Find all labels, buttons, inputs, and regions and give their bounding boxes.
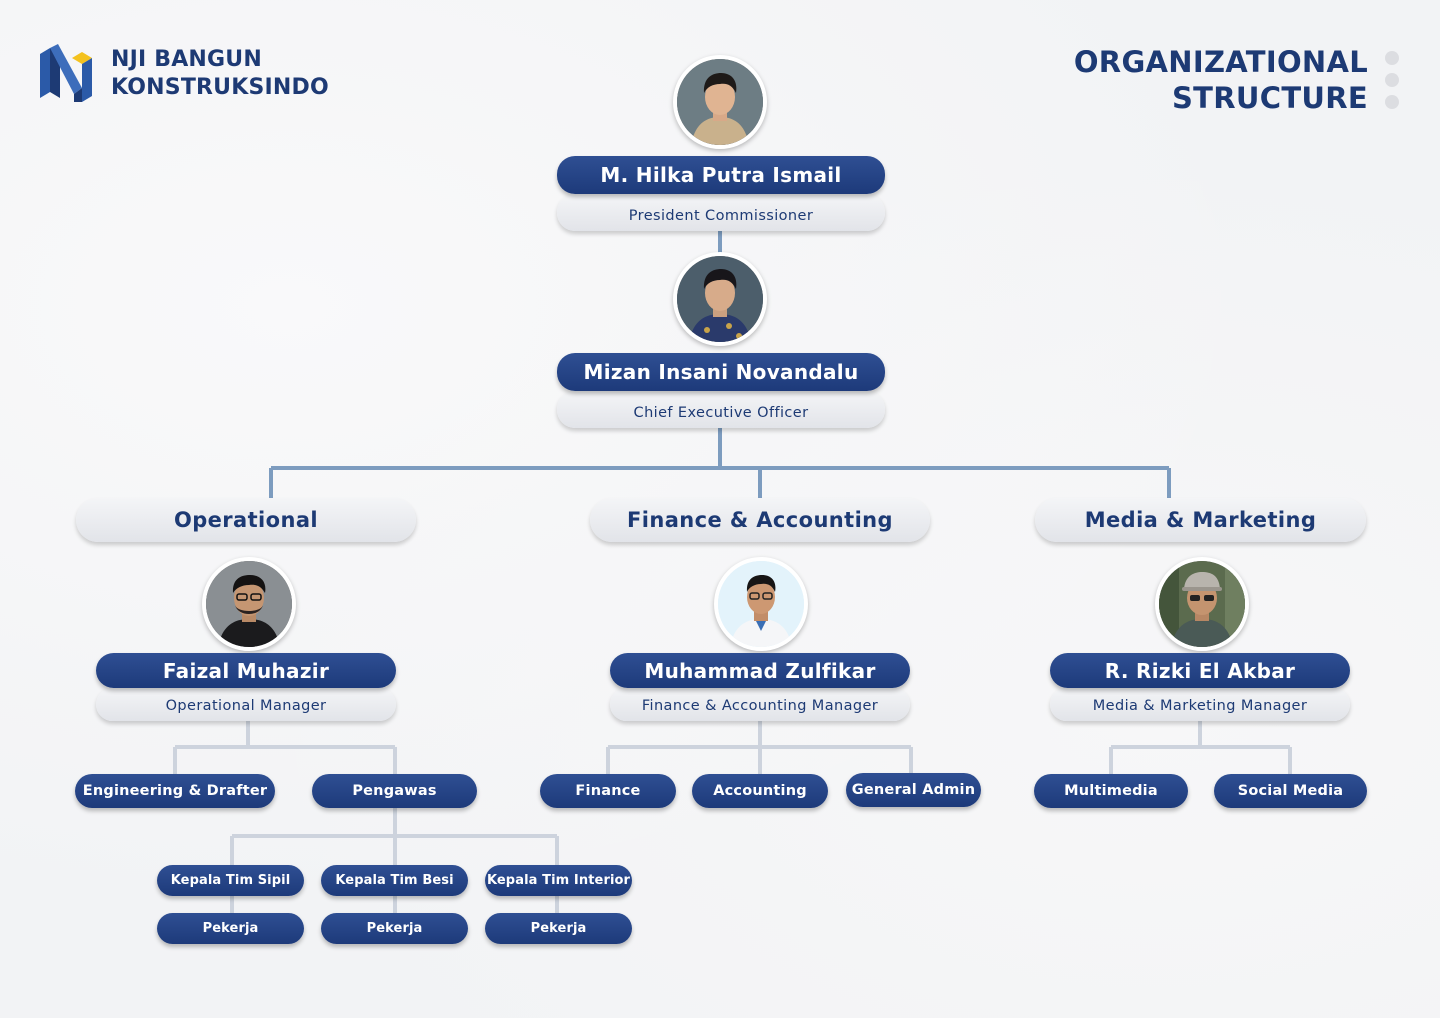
unit-engineering-drafter: Engineering & Drafter: [75, 774, 275, 808]
unit-finance: Finance: [540, 774, 676, 808]
operational-manager-role: Operational Manager: [96, 688, 396, 721]
unit-general-admin: General Admin: [846, 773, 981, 807]
decorative-dot: [1385, 51, 1399, 65]
unit-accounting: Accounting: [692, 774, 828, 808]
unit-pengawas: Pengawas: [312, 774, 477, 808]
finance-manager-role: Finance & Accounting Manager: [610, 688, 910, 721]
page-title: ORGANIZATIONAL STRUCTURE: [1074, 44, 1368, 116]
dept-media-marketing: Media & Marketing: [1035, 498, 1366, 542]
worker-interior: Pekerja: [485, 913, 632, 944]
decorative-dot: [1385, 95, 1399, 109]
company-name-line2: KONSTRUKSINDO: [111, 75, 329, 100]
dept-finance-accounting: Finance & Accounting: [590, 498, 930, 542]
decorative-dot: [1385, 73, 1399, 87]
page-title-line1: ORGANIZATIONAL: [1073, 45, 1368, 79]
media-manager-role: Media & Marketing Manager: [1050, 688, 1350, 721]
commissioner-role: President Commissioner: [557, 194, 885, 231]
person-avatar-icon: [1159, 561, 1245, 647]
finance-manager-photo: [714, 557, 808, 651]
person-avatar-icon: [677, 256, 763, 342]
ceo-name: Mizan Insani Novandalu: [557, 353, 885, 391]
team-lead-besi: Kepala Tim Besi: [321, 865, 468, 896]
finance-manager-name: Muhammad Zulfikar: [610, 653, 910, 688]
operational-manager-photo: [202, 557, 296, 651]
company-logo-icon: [40, 44, 92, 102]
media-manager-name: R. Rizki El Akbar: [1050, 653, 1350, 688]
commissioner-name: M. Hilka Putra Ismail: [557, 156, 885, 194]
operational-manager-name: Faizal Muhazir: [96, 653, 396, 688]
company-name-line1: NJI BANGUN: [111, 47, 262, 72]
ceo-photo: [673, 252, 767, 346]
media-manager-photo: [1155, 557, 1249, 651]
page-title-line2: STRUCTURE: [1171, 81, 1368, 115]
unit-multimedia: Multimedia: [1034, 774, 1188, 808]
unit-social-media: Social Media: [1214, 774, 1367, 808]
person-avatar-icon: [718, 561, 804, 647]
ceo-role: Chief Executive Officer: [557, 391, 885, 428]
person-avatar-icon: [206, 561, 292, 647]
commissioner-photo: [673, 55, 767, 149]
worker-besi: Pekerja: [321, 913, 468, 944]
worker-sipil: Pekerja: [157, 913, 304, 944]
person-avatar-icon: [677, 59, 763, 145]
team-lead-interior: Kepala Tim Interior: [485, 865, 632, 896]
team-lead-sipil: Kepala Tim Sipil: [157, 865, 304, 896]
company-name: NJI BANGUN KONSTRUKSINDO: [111, 46, 329, 102]
dept-operational: Operational: [76, 498, 416, 542]
